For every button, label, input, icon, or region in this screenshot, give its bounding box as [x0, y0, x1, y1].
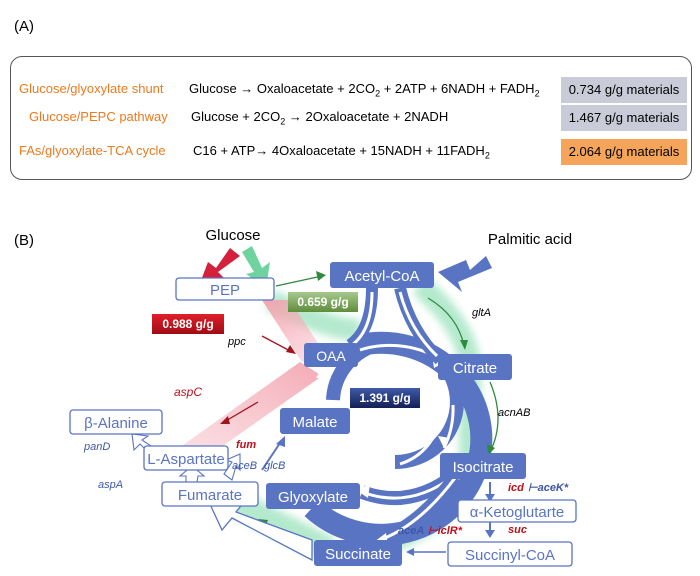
node-label: L-Aspartate	[147, 451, 225, 468]
glucose-red-arrow	[200, 248, 240, 283]
node-alpha-ketoglutarte: α-Ketoglutarte	[457, 499, 577, 523]
node-fumarate: Fumarate	[161, 481, 259, 507]
pep-to-acetyl-line	[275, 275, 323, 287]
pathway-equation: Glucose + 2CO2 → 2Oxaloacetate + 2NADH	[191, 109, 449, 127]
succinate-fumarate-hollow-arrow	[206, 499, 313, 562]
input-palmitic-acid: Palmitic acid	[488, 231, 572, 248]
yield-badge-acetyl: 0.659 g/g	[288, 292, 358, 312]
gene-glta: gltA	[472, 307, 491, 319]
node-succinate: Succinate	[314, 540, 402, 566]
gene-suc: suc	[508, 524, 527, 536]
malate-to-oaa-arrowhead	[316, 365, 331, 378]
pathway-yield: 0.734 g/g materials	[561, 77, 687, 103]
pathway-name: FAs/glyoxylate-TCA cycle	[19, 143, 166, 158]
isocitrate-to-akg-arrowhead	[485, 494, 495, 502]
node-label: Glyoxylate	[278, 489, 348, 506]
pathway-table: Glucose/glyoxylate shunt Glucose → Oxalo…	[10, 56, 692, 180]
aceb-arrowhead	[276, 436, 285, 447]
input-glucose: Glucose	[205, 227, 260, 244]
node-oaa: OAA	[304, 343, 358, 367]
node-malate: Malate	[280, 408, 350, 434]
gene-aceb: aceB	[232, 460, 257, 472]
node-label: PEP	[210, 282, 240, 299]
yield-label: 1.391 g/g	[359, 391, 410, 405]
panel-a-label: (A)	[14, 18, 34, 35]
node-label: Malate	[292, 414, 337, 431]
node-label: Acetyl-CoA	[344, 268, 419, 285]
gene-iclr: ⊢iclR*	[428, 525, 463, 537]
node-glyoxylate: Glyoxylate	[266, 483, 360, 509]
ppc-arrow	[261, 335, 293, 353]
node-label: β-Alanine	[84, 415, 148, 432]
gene-glcb: glcB	[264, 460, 285, 472]
node-citrate: Citrate	[438, 354, 512, 380]
node-label: Fumarate	[178, 487, 242, 504]
gene-acnab: acnAB	[498, 407, 530, 419]
node-succinyl-coa: Succinyl-CoA	[447, 541, 573, 567]
node-acetyl-coa: Acetyl-CoA	[330, 262, 434, 288]
panel-b-label: (B)	[14, 232, 34, 249]
glta-arrowhead	[460, 340, 468, 350]
aceb-arrow	[261, 439, 283, 471]
pathway-name: Glucose/PEPC pathway	[29, 109, 168, 124]
node-label: Isocitrate	[453, 459, 514, 476]
gene-fum: fum	[236, 439, 256, 451]
node-label: Citrate	[453, 360, 497, 377]
pathway-name: Glucose/glyoxylate shunt	[19, 81, 164, 96]
pathway-yield: 1.467 g/g materials	[561, 105, 687, 131]
gene-aspa: aspA	[98, 479, 123, 491]
gene-icd: icd	[508, 482, 524, 494]
node-pep: PEP	[175, 277, 275, 301]
pathway-yield: 2.064 g/g materials	[561, 139, 687, 165]
pathway-equation: C16 + ATP→ 4Oxaloacetate + 15NADH + 11FA…	[193, 143, 490, 161]
ppc-arrowhead	[286, 345, 296, 354]
gene-aspc: aspC	[174, 385, 202, 399]
aspc-arrowhead	[220, 416, 230, 424]
node-label: Succinyl-CoA	[465, 547, 555, 564]
yield-label: 0.659 g/g	[297, 295, 348, 309]
pathway-equation: Glucose → Oxaloacetate + 2CO2 + 2ATP + 6…	[189, 81, 540, 99]
acnab-arrowhead	[487, 444, 495, 455]
aspc-arrow	[223, 401, 259, 423]
red-highlight-band-aspc	[176, 362, 322, 462]
succinylcoa-to-succinate-arrowhead	[406, 548, 414, 556]
node-label: Succinate	[325, 546, 391, 563]
palmitic-acid-arrow	[438, 256, 492, 292]
pep-to-acetyl-arrowhead	[316, 271, 326, 281]
node-isocitrate: Isocitrate	[440, 453, 526, 479]
gene-acea: aceA	[398, 525, 424, 537]
acetyl-inner-arrows	[351, 291, 439, 358]
table-row: FAs/glyoxylate-TCA cycle C16 + ATP→ 4Oxa…	[11, 139, 691, 165]
table-row: Glucose/glyoxylate shunt Glucose → Oxalo…	[11, 77, 691, 103]
node-label: α-Ketoglutarte	[470, 504, 565, 521]
akg-to-succinylcoa-arrowhead	[485, 530, 495, 538]
node-l-aspartate: L-Aspartate	[143, 445, 229, 471]
yield-label: 0.988 g/g	[162, 317, 213, 331]
node-beta-alanine: β-Alanine	[69, 409, 163, 435]
gene-ppc: ppc	[227, 336, 246, 348]
node-label: OAA	[316, 348, 346, 364]
yield-badge-cycle: 1.391 g/g	[350, 388, 420, 408]
table-row: Glucose/PEPC pathway Glucose + 2CO2 → 2O…	[11, 105, 691, 131]
acnab-arc	[489, 381, 499, 453]
gene-pand: panD	[83, 441, 110, 453]
gene-acek: ⊢aceK*	[528, 482, 569, 494]
yield-badge-pep: 0.988 g/g	[152, 314, 224, 334]
glyoxylate-split-arrows	[356, 469, 461, 547]
